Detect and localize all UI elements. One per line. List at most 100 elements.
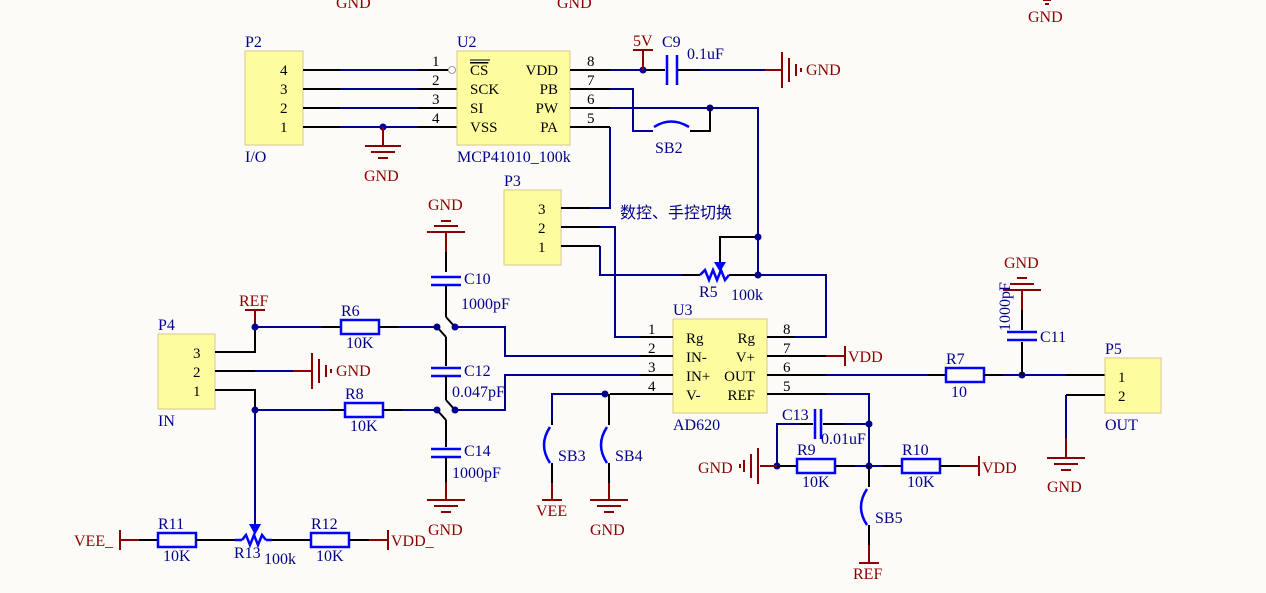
- c14-designator: C14: [464, 443, 491, 460]
- pin-name: SI: [470, 101, 483, 117]
- r6-designator: R6: [341, 303, 360, 320]
- capacitor-c13[interactable]: [813, 409, 823, 439]
- connector-p4[interactable]: P4 IN 3 2 1: [157, 317, 216, 430]
- vdd-label: VDD: [848, 349, 883, 366]
- pin-name: PW: [536, 101, 559, 117]
- pin-number: 3: [538, 202, 546, 218]
- sb2-designator: SB2: [655, 140, 683, 157]
- pin-number: 2: [432, 73, 440, 89]
- potentiometer-r13[interactable]: [235, 500, 311, 549]
- c11-designator: C11: [1040, 329, 1066, 346]
- resistor-r9[interactable]: [777, 457, 883, 475]
- pin-number: 1: [193, 384, 201, 400]
- u3-comment: AD620: [673, 417, 720, 434]
- resistor-r6[interactable]: [322, 318, 640, 357]
- pin-number: 1: [1118, 370, 1126, 386]
- r11-designator: R11: [158, 516, 184, 533]
- p4-comment: IN: [158, 413, 175, 430]
- gnd-label: GND: [428, 522, 463, 539]
- r6-value: 10K: [346, 335, 374, 352]
- pin-number: 8: [587, 54, 595, 70]
- pin-number: 6: [783, 360, 791, 376]
- r5-designator: R5: [699, 284, 718, 301]
- pin-number: 3: [193, 346, 201, 362]
- pin-number: 3: [648, 360, 656, 376]
- switch-mode-note: 数控、手控切换: [620, 203, 732, 222]
- c10-value: 1000pF: [461, 296, 510, 313]
- connector-p2[interactable]: P2 I/O 4 3 2 1: [244, 34, 304, 166]
- resistor-r7[interactable]: [928, 366, 1105, 384]
- p5-gnd-wire: [1047, 394, 1105, 471]
- resistor-r11[interactable]: [139, 531, 235, 549]
- pin-name: V+: [736, 350, 755, 366]
- ic-u2[interactable]: U2 MCP41010_100k 1 2 3 4 CS SCK SI VSS V…: [432, 34, 595, 166]
- pin-name: PB: [540, 82, 558, 98]
- pin-number: 2: [280, 101, 288, 117]
- switch-sb5[interactable]: [859, 466, 879, 564]
- pin-number: 2: [193, 365, 201, 381]
- pin-number: 6: [587, 92, 595, 108]
- ref-label: REF: [239, 293, 268, 310]
- r13-value: 100k: [264, 551, 296, 568]
- u2-right-wires: [570, 49, 759, 275]
- connector-p3[interactable]: P3 3 2 1: [503, 173, 562, 266]
- vee-label: VEE_: [74, 533, 114, 550]
- p2-u2-bus-wires: [303, 66, 457, 159]
- r9-designator: R9: [797, 442, 816, 459]
- r8-value: 10K: [350, 418, 378, 435]
- r12-designator: R12: [311, 516, 338, 533]
- pin-number: 2: [1118, 389, 1126, 405]
- pin-number: 4: [432, 111, 440, 127]
- r10-value: 10K: [907, 474, 935, 491]
- capacitor-c14[interactable]: [427, 409, 465, 513]
- p5-comment: OUT: [1105, 417, 1138, 434]
- p2-designator: P2: [245, 34, 262, 51]
- potentiometer-r5[interactable]: [682, 233, 827, 338]
- c9-designator: C9: [662, 34, 681, 51]
- u3-designator: U3: [673, 302, 693, 319]
- sb5-designator: SB5: [875, 510, 903, 527]
- ic-u3[interactable]: U3 AD620 1 2 3 4 Rg IN- IN+ V- Rg V+ OUT…: [648, 302, 791, 434]
- pin-name: Rg: [737, 331, 755, 347]
- pin-number: 5: [587, 111, 595, 127]
- ref-label: REF: [853, 566, 882, 583]
- sb4-designator: SB4: [615, 448, 643, 465]
- switch-sb3[interactable]: [542, 390, 609, 501]
- c10-designator: C10: [464, 271, 491, 288]
- resistor-r8[interactable]: [330, 374, 640, 419]
- vdd-label: VDD: [982, 460, 1017, 477]
- capacitor-c9[interactable]: [665, 52, 802, 88]
- switch-sb2[interactable]: [653, 120, 690, 129]
- gnd-label: GND: [1028, 9, 1063, 26]
- gnd-symbol: [427, 220, 465, 252]
- supply-5v-label: 5V: [633, 33, 653, 50]
- p3-designator: P3: [504, 173, 521, 190]
- c14-value: 1000pF: [452, 465, 501, 482]
- capacitor-c11[interactable]: [1003, 277, 1041, 375]
- capacitor-c10[interactable]: [431, 252, 461, 328]
- connector-p5[interactable]: P5 OUT 1 2: [1104, 341, 1162, 434]
- pin-number: 2: [648, 341, 656, 357]
- pin-name: IN+: [686, 369, 710, 385]
- pin-number: 4: [280, 63, 288, 79]
- pin-name: REF: [727, 388, 755, 404]
- switch-sb4[interactable]: [590, 394, 628, 513]
- u3-pin-wires: [610, 336, 928, 466]
- p4-wires: [215, 309, 332, 500]
- vee-supply-symbol: [119, 530, 139, 550]
- pin-number: 8: [783, 322, 791, 338]
- gnd-label: GND: [336, 0, 371, 12]
- r11-value: 10K: [163, 548, 191, 565]
- c11-value: 1000pF: [997, 282, 1014, 331]
- resistor-r10[interactable]: [883, 456, 980, 476]
- pin-number: 1: [538, 240, 546, 256]
- pin-name: CS: [470, 63, 488, 79]
- r9-value: 10K: [802, 474, 830, 491]
- c12-designator: C12: [464, 363, 491, 380]
- r5-value: 100k: [731, 287, 763, 304]
- resistor-r12[interactable]: [309, 530, 389, 550]
- gnd-label: GND: [1004, 255, 1039, 272]
- pin-name: SCK: [470, 82, 499, 98]
- gnd-symbol-r9: [739, 448, 777, 484]
- pin-number: 1: [648, 322, 656, 338]
